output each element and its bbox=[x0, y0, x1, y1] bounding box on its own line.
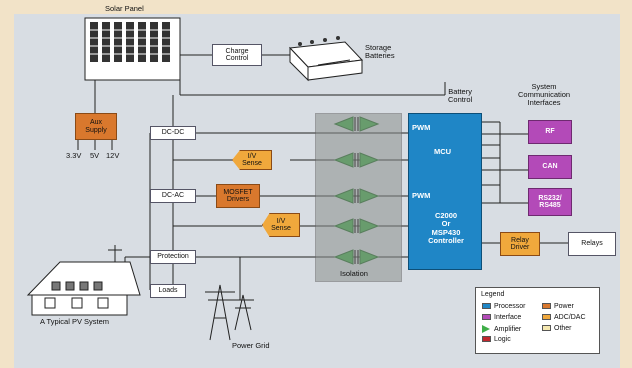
legend-item-logic: Logic bbox=[482, 336, 511, 343]
iv-sense-1-box: I/V Sense bbox=[232, 150, 272, 170]
typical-pv-label: A Typical PV System bbox=[40, 317, 110, 326]
mcu-controller-block: PWM MCU PWM C2000 Or MSP430 Controller bbox=[408, 113, 482, 270]
pwm-top-label: PWM bbox=[412, 123, 431, 132]
pwm-mid-label: PWM bbox=[412, 191, 431, 200]
voltage-5v-label: 5V bbox=[90, 151, 100, 160]
loads-box: Loads bbox=[150, 284, 186, 298]
isolation-label: Isolation bbox=[340, 269, 368, 278]
rf-box: RF bbox=[528, 120, 572, 144]
iv-sense-2-box: I/V Sense bbox=[262, 213, 300, 237]
relays-box: Relays bbox=[568, 232, 616, 256]
charge-control-box: Charge Control bbox=[212, 44, 262, 66]
storage-batteries-label: Storage Batteries bbox=[365, 43, 395, 60]
legend-item-amplifier: Amplifier bbox=[482, 325, 521, 333]
battery-drawing bbox=[288, 41, 364, 82]
legend-item-power: Power bbox=[542, 303, 574, 310]
rs232-rs485-box: RS232/ RS485 bbox=[528, 188, 572, 216]
aux-supply-box: Aux Supply bbox=[75, 113, 117, 140]
protection-box: Protection bbox=[150, 250, 196, 264]
relay-driver-box: Relay Driver bbox=[500, 232, 540, 256]
system-comm-label: System Communication Interfaces bbox=[518, 82, 571, 107]
dc-ac-box: DC-AC bbox=[150, 189, 196, 203]
legend-item-interface: Interface bbox=[482, 314, 521, 321]
mosfet-drivers-box: MOSFET Drivers bbox=[216, 184, 260, 208]
voltage-12v-label: 12V bbox=[106, 151, 120, 160]
legend-item-processor: Processor bbox=[482, 303, 526, 310]
can-box: CAN bbox=[528, 155, 572, 179]
voltage-3v3-label: 3.3V bbox=[66, 151, 82, 160]
house-drawing bbox=[26, 245, 141, 316]
legend-item-adc-dac: ADC/DAC bbox=[542, 314, 586, 321]
solar-panel-drawing bbox=[84, 17, 181, 81]
isolation-panel bbox=[315, 113, 402, 282]
power-grid-drawing bbox=[205, 284, 254, 341]
legend-title: Legend bbox=[481, 291, 505, 298]
legend-item-other: Other bbox=[542, 325, 572, 332]
mcu-label: MCU bbox=[434, 147, 452, 156]
controller-label: C2000 Or MSP430 Controller bbox=[428, 211, 464, 245]
solar-panel-label: Solar Panel bbox=[105, 4, 144, 13]
dc-dc-box: DC-DC bbox=[150, 126, 196, 140]
power-grid-label: Power Grid bbox=[232, 341, 270, 350]
legend: Legend Processor Interface Amplifier Log… bbox=[475, 287, 600, 354]
battery-control-label: Battery Control bbox=[448, 87, 473, 104]
